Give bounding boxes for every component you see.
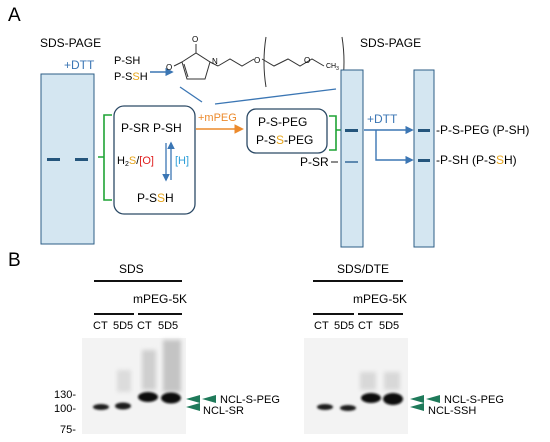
- left-gel-treatment: +DTT: [64, 58, 95, 72]
- right-blot-peg: mPEG-5K: [353, 292, 407, 306]
- mpeg-nitrogen: N: [212, 57, 218, 66]
- middle-gel-band-peg: [345, 129, 358, 132]
- marker-100: 100-: [54, 403, 76, 415]
- right-blot-condition: SDS/DTE: [337, 262, 389, 276]
- mpeg-oxygen-2: O: [166, 63, 172, 72]
- peg-box-line1: P-S-PEG: [258, 115, 307, 129]
- left-blot-image: [82, 338, 186, 434]
- reduction-label: [H]: [175, 155, 189, 167]
- left-gel-band-1: [47, 158, 60, 161]
- middle-gel-band-psr: [345, 161, 358, 163]
- mpeg-oxygen-1: O: [192, 35, 198, 44]
- left-band-ct-sr: [93, 404, 109, 410]
- structure-arrow-left: [179, 86, 203, 103]
- panel-a-letter: A: [8, 5, 21, 26]
- right-band-ct-ssh: [317, 404, 333, 410]
- peg-box: [246, 108, 328, 154]
- product-bottom: -P-SH (P-SSH): [436, 153, 517, 167]
- structure-arrow-right: [214, 88, 337, 105]
- mpeg-oxygen-4: O: [304, 56, 310, 65]
- right-label-ssh: NCL-SSH: [428, 405, 476, 417]
- mpeg-label: +mPEG: [198, 112, 237, 124]
- dtt-arrow-lower: [375, 130, 414, 165]
- center-box-bottom: P-SSH: [137, 191, 174, 205]
- dtt-label: +DTT: [367, 112, 398, 126]
- left-blot-peg: mPEG-5K: [133, 292, 187, 306]
- left-band-ct-peg: [138, 392, 158, 402]
- right-gel-title: SDS-PAGE: [360, 36, 421, 50]
- center-box-top: P-SR P-SH: [121, 121, 182, 135]
- marker-130: 130-: [54, 389, 76, 401]
- left-gel-title: SDS-PAGE: [40, 36, 101, 50]
- left-arrow-sr: [186, 403, 200, 411]
- peg-box-line2: P-SS-PEG: [256, 133, 313, 147]
- left-band-5d5-peg: [161, 392, 181, 404]
- left-lane-3: CT: [137, 320, 152, 332]
- right-lane-2: 5D5: [334, 320, 354, 332]
- mpeg-methyl: CH3: [326, 63, 339, 72]
- left-arrow-peg-2: [202, 395, 216, 403]
- panel-b-letter: B: [8, 250, 21, 271]
- left-blot-condition: SDS: [119, 262, 144, 276]
- left-arrow-peg: [186, 395, 200, 403]
- right-blot-image: [304, 338, 408, 434]
- marker-75: 75-: [60, 424, 76, 436]
- psr-label: P-SR: [300, 155, 329, 169]
- right-gel-band-peg: [418, 129, 430, 132]
- left-bracket: [98, 114, 112, 201]
- mpeg-maleimide-structure: [173, 36, 345, 88]
- right-band-5d5-ssh: [340, 405, 356, 411]
- mpeg-oxygen-3: O: [254, 56, 260, 65]
- left-label-peg: NCL-S-PEG: [220, 394, 280, 406]
- right-band-5d5-peg: [383, 393, 403, 405]
- right-label-peg: NCL-S-PEG: [444, 394, 504, 406]
- center-box: [113, 105, 196, 215]
- left-band-5d5-sr: [115, 402, 131, 410]
- left-lane-1: CT: [93, 320, 108, 332]
- right-arrow-ssh: [410, 403, 424, 411]
- left-gel-band-2: [75, 158, 88, 161]
- right-band-ct-peg: [361, 393, 381, 403]
- right-arrow-peg: [410, 395, 424, 403]
- right-lane-3: CT: [358, 320, 373, 332]
- reagent-pssh: P-SSH: [114, 71, 148, 83]
- right-gel-band-psh: [418, 159, 430, 162]
- right-arrow-peg-2: [426, 395, 440, 403]
- right-lane-1: CT: [314, 320, 329, 332]
- peg-bracket: [329, 115, 341, 151]
- left-label-sr: NCL-SR: [203, 405, 244, 417]
- right-lane-4: 5D5: [379, 320, 399, 332]
- middle-gel-lane: [340, 69, 364, 248]
- product-top: -P-S-PEG (P-SH): [436, 123, 529, 137]
- reagent-psh: P-SH: [114, 55, 140, 67]
- right-gel-lane: [413, 69, 435, 248]
- left-lane-2: 5D5: [113, 320, 133, 332]
- left-lane-4: 5D5: [158, 320, 178, 332]
- oxidation-label: H2S/[O]: [117, 155, 154, 168]
